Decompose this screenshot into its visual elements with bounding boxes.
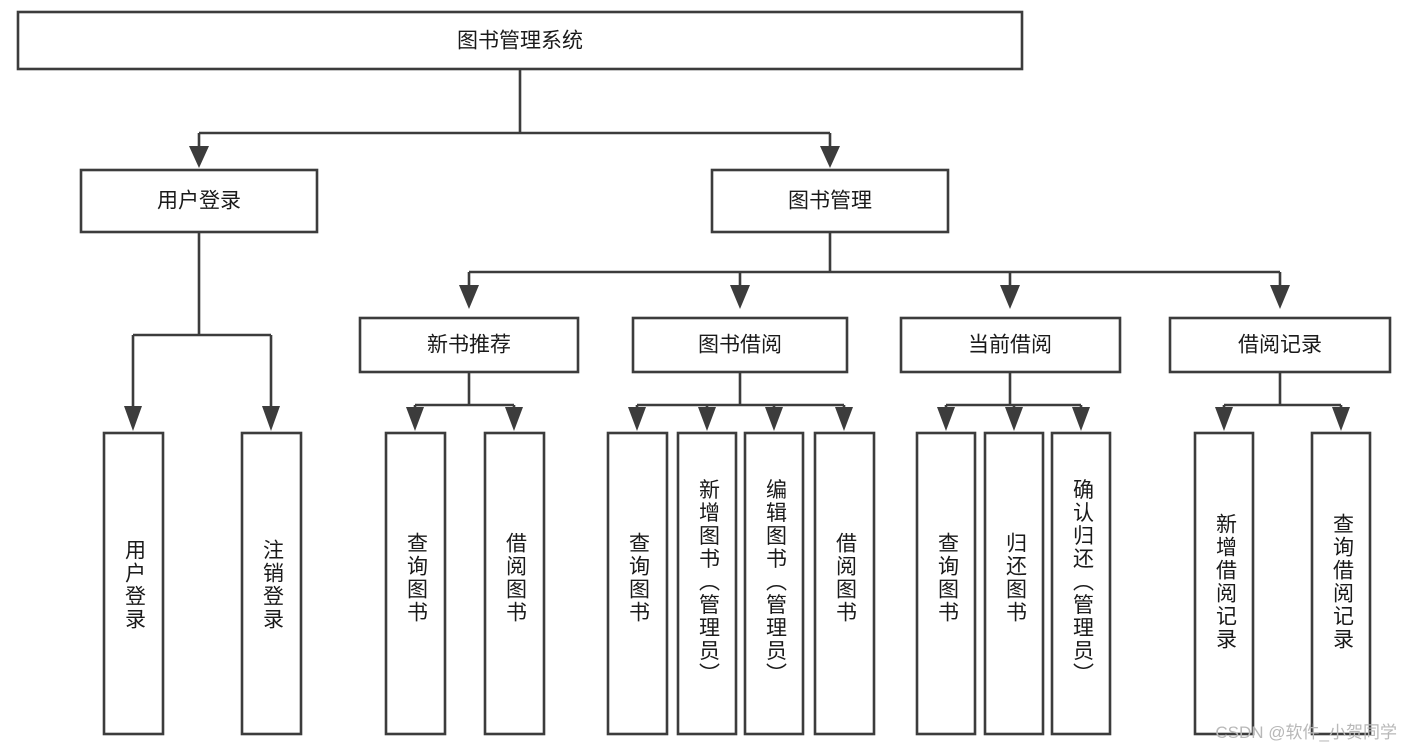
connector-group-current-borrow: [937, 372, 1090, 431]
connector-group-new-book-recommend: [406, 372, 523, 431]
node-borrow-record-label: 借阅记录: [1238, 334, 1322, 357]
arrowhead-user-login: [189, 146, 209, 168]
leaf-query-record-box[interactable]: [1310, 431, 1372, 736]
node-book-borrow[interactable]: 图书借阅: [631, 316, 849, 374]
connector-group-root: [189, 69, 840, 168]
leaf-user-login-box[interactable]: [102, 431, 165, 736]
node-root-label: 图书管理系统: [457, 30, 583, 53]
arrowhead-book-manage: [820, 146, 840, 168]
leaf-add-book-box[interactable]: [676, 431, 738, 736]
leaf-return-book-box[interactable]: [983, 431, 1045, 736]
node-new-book-recommend-label: 新书推荐: [427, 334, 511, 357]
leaf-confirm-return-label: 确认归还（管理员）: [1070, 479, 1094, 686]
node-user-login-label: 用户登录: [157, 190, 241, 213]
connector-group-borrow-record: [1215, 372, 1350, 431]
leaf-edit-book[interactable]: 编辑图书（管理员）: [743, 431, 805, 736]
leaf-add-book-label: 新增图书（管理员）: [696, 479, 720, 686]
leaf-query-book-3-label: 查询图书: [935, 532, 959, 624]
leaf-query-book-3-box[interactable]: [915, 431, 977, 736]
leaf-query-book-3[interactable]: 查询图书: [915, 431, 977, 736]
arrowhead-leaf-query-book-1: [406, 407, 424, 431]
leaf-query-book-2-box[interactable]: [606, 431, 669, 736]
node-current-borrow-box[interactable]: [899, 316, 1122, 374]
node-user-login[interactable]: 用户登录: [79, 168, 319, 234]
node-current-borrow[interactable]: 当前借阅: [899, 316, 1122, 374]
leaf-add-record[interactable]: 新增借阅记录: [1193, 431, 1255, 736]
node-book-manage-box[interactable]: [710, 168, 950, 234]
arrowhead-leaf-add-book: [698, 407, 716, 431]
leaf-logout-label: 注销登录: [260, 539, 284, 631]
node-root[interactable]: 图书管理系统: [16, 10, 1024, 71]
arrowhead-leaf-confirm-return: [1072, 407, 1090, 431]
node-new-book-recommend-box[interactable]: [358, 316, 580, 374]
connector-group-user-login: [124, 233, 280, 431]
connector-group-book-manage: [459, 233, 1290, 309]
leaf-logout-box[interactable]: [240, 431, 303, 736]
arrowhead-leaf-query-book-2: [628, 407, 646, 431]
leaf-add-book[interactable]: 新增图书（管理员）: [676, 431, 738, 736]
arrowhead-leaf-edit-book: [765, 407, 783, 431]
arrowhead-leaf-user-login: [124, 406, 142, 431]
arrowhead-book-borrow: [730, 285, 750, 309]
leaf-borrow-book-1[interactable]: 借阅图书: [483, 431, 546, 736]
node-new-book-recommend[interactable]: 新书推荐: [358, 316, 580, 374]
leaf-borrow-book-2[interactable]: 借阅图书: [813, 431, 876, 736]
leaf-query-record[interactable]: 查询借阅记录: [1310, 431, 1372, 736]
arrowhead-current-borrow: [1000, 285, 1020, 309]
node-current-borrow-label: 当前借阅: [968, 334, 1052, 357]
node-borrow-record[interactable]: 借阅记录: [1168, 316, 1392, 374]
csdn-watermark: CSDN @软件_小贺同学: [1215, 723, 1397, 742]
leaf-user-login[interactable]: 用户登录: [102, 431, 165, 736]
leaf-borrow-book-2-label: 借阅图书: [833, 532, 857, 624]
node-book-manage-label: 图书管理: [788, 190, 872, 213]
connector-group-book-borrow: [628, 372, 853, 431]
leaf-return-book[interactable]: 归还图书: [983, 431, 1045, 736]
leaf-return-book-label: 归还图书: [1003, 532, 1027, 624]
arrowhead-leaf-borrow-book-1: [505, 407, 523, 431]
node-user-login-box[interactable]: [79, 168, 319, 234]
arrowhead-leaf-query-record: [1332, 407, 1350, 431]
node-borrow-record-box[interactable]: [1168, 316, 1392, 374]
arrowhead-leaf-logout: [262, 406, 280, 431]
leaf-query-record-label: 查询借阅记录: [1330, 513, 1354, 651]
leaf-add-record-label: 新增借阅记录: [1213, 513, 1237, 651]
leaf-query-book-1[interactable]: 查询图书: [384, 431, 447, 736]
leaf-confirm-return[interactable]: 确认归还（管理员）: [1050, 431, 1112, 736]
arrowhead-leaf-query-book-3: [937, 407, 955, 431]
leaf-query-book-2[interactable]: 查询图书: [606, 431, 669, 736]
arrowhead-leaf-return-book: [1005, 407, 1023, 431]
leaf-borrow-book-1-label: 借阅图书: [503, 532, 527, 624]
leaf-edit-book-label: 编辑图书（管理员）: [763, 479, 787, 686]
node-book-borrow-box[interactable]: [631, 316, 849, 374]
leaf-query-book-2-label: 查询图书: [626, 532, 650, 624]
leaf-user-login-label: 用户登录: [122, 539, 146, 631]
leaf-add-record-box[interactable]: [1193, 431, 1255, 736]
node-book-manage[interactable]: 图书管理: [710, 168, 950, 234]
leaf-query-book-1-label: 查询图书: [404, 532, 428, 624]
leaf-logout[interactable]: 注销登录: [240, 431, 303, 736]
leaf-edit-book-box[interactable]: [743, 431, 805, 736]
leaf-borrow-book-2-box[interactable]: [813, 431, 876, 736]
leaf-query-book-1-box[interactable]: [384, 431, 447, 736]
arrowhead-leaf-add-record: [1215, 407, 1233, 431]
leaf-confirm-return-box[interactable]: [1050, 431, 1112, 736]
leaf-borrow-book-1-box[interactable]: [483, 431, 546, 736]
arrowhead-borrow-record: [1270, 285, 1290, 309]
arrowhead-new-book-recommend: [459, 285, 479, 309]
arrowhead-leaf-borrow-book-2: [835, 407, 853, 431]
node-root-box[interactable]: [16, 10, 1024, 71]
node-book-borrow-label: 图书借阅: [698, 334, 782, 357]
